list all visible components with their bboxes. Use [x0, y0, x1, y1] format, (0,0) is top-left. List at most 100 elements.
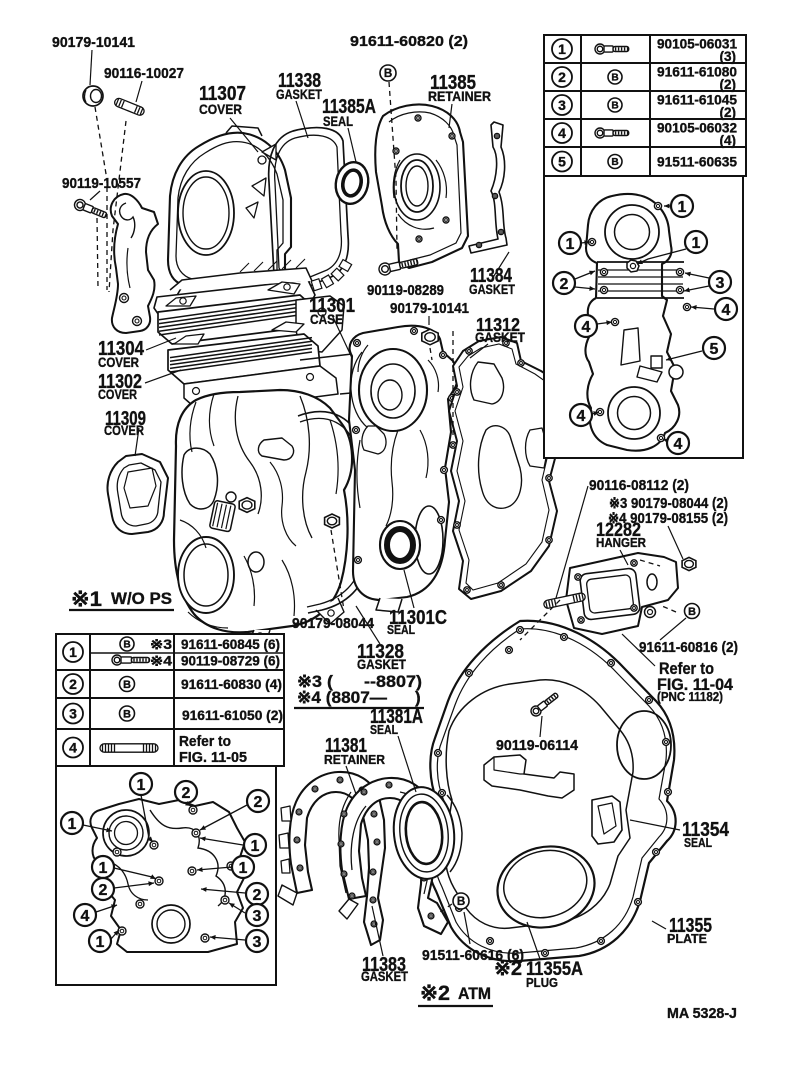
svg-text:※2: ※2: [420, 982, 450, 1005]
svg-text:2: 2: [99, 882, 108, 899]
svg-text:90116-08112 (2): 90116-08112 (2): [589, 477, 689, 494]
svg-text:11385A: 11385A: [322, 96, 376, 118]
svg-text:(3): (3): [720, 49, 737, 64]
svg-text:(PNC 11182): (PNC 11182): [657, 690, 723, 704]
svg-text:1: 1: [678, 199, 687, 216]
svg-text:11355: 11355: [669, 915, 712, 937]
svg-text:11312: 11312: [476, 315, 520, 335]
svg-text:--8807): --8807): [364, 672, 422, 691]
svg-text:SEAL: SEAL: [370, 722, 398, 737]
svg-text:11383: 11383: [362, 954, 406, 976]
svg-text:1: 1: [69, 644, 77, 660]
svg-text:COVER: COVER: [98, 355, 139, 370]
svg-text:90105-06032: 90105-06032: [657, 121, 737, 136]
svg-text:※1: ※1: [71, 588, 102, 611]
svg-text:(2): (2): [720, 77, 737, 92]
svg-text:GASKET: GASKET: [469, 282, 516, 297]
svg-text:90119-06114: 90119-06114: [496, 737, 579, 754]
svg-text:B: B: [688, 606, 696, 618]
svg-text:COVER: COVER: [98, 387, 137, 402]
svg-text:11338: 11338: [278, 70, 321, 92]
svg-text:HANGER: HANGER: [596, 535, 647, 550]
svg-text:90105-06031: 90105-06031: [657, 37, 737, 52]
svg-text:2: 2: [253, 887, 262, 904]
svg-text:11381A: 11381A: [370, 706, 423, 728]
svg-text:90119-10557: 90119-10557: [62, 175, 141, 192]
svg-text:11381: 11381: [325, 735, 367, 757]
svg-text:4: 4: [577, 408, 586, 425]
svg-text:GASKET: GASKET: [276, 87, 323, 102]
svg-text:90179-10141: 90179-10141: [52, 34, 135, 51]
svg-text:2: 2: [254, 794, 263, 811]
svg-text:CASE: CASE: [310, 312, 343, 327]
svg-text:4: 4: [582, 319, 591, 336]
svg-text:1: 1: [251, 838, 260, 855]
svg-text:11328: 11328: [357, 641, 404, 663]
svg-text:91611-60845 (6): 91611-60845 (6): [181, 637, 280, 652]
svg-text:B: B: [611, 73, 618, 84]
svg-text:Refer to: Refer to: [659, 659, 714, 678]
svg-text:3: 3: [558, 97, 566, 113]
svg-text:※2: ※2: [494, 958, 522, 980]
svg-text:90179-08044: 90179-08044: [292, 615, 375, 632]
svg-text:※4: ※4: [150, 654, 173, 669]
svg-text:11301: 11301: [309, 295, 355, 317]
svg-text:91611-60830 (4): 91611-60830 (4): [181, 677, 282, 692]
svg-text:91611-60816 (2): 91611-60816 (2): [639, 639, 738, 656]
svg-text:RETAINER: RETAINER: [428, 88, 491, 104]
svg-text:4: 4: [81, 908, 90, 925]
svg-text:3: 3: [253, 934, 262, 951]
svg-text:※3 (: ※3 (: [297, 672, 333, 691]
svg-text:91511-60635: 91511-60635: [657, 155, 737, 170]
svg-text:1: 1: [68, 816, 77, 833]
svg-text:B: B: [123, 708, 131, 720]
svg-text:B: B: [611, 101, 618, 112]
svg-text:11384: 11384: [470, 265, 513, 287]
svg-text:ATM: ATM: [458, 984, 491, 1003]
svg-text:B: B: [611, 157, 618, 168]
svg-text:11354: 11354: [682, 819, 730, 841]
svg-text:90119-08289: 90119-08289: [367, 282, 444, 299]
svg-text:1: 1: [558, 41, 566, 57]
svg-text:FIG. 11-04: FIG. 11-04: [657, 675, 734, 694]
svg-text:Refer to: Refer to: [179, 733, 231, 750]
svg-text:※3: ※3: [150, 637, 173, 652]
svg-text:91611-61050 (2): 91611-61050 (2): [182, 708, 283, 723]
svg-text:(4): (4): [720, 133, 737, 148]
svg-text:2: 2: [560, 276, 569, 293]
svg-text:SEAL: SEAL: [323, 113, 353, 129]
svg-text:GASKET: GASKET: [357, 657, 407, 672]
svg-text:RETAINER: RETAINER: [324, 752, 386, 767]
svg-text:4: 4: [558, 125, 566, 141]
svg-text:2: 2: [69, 676, 77, 692]
svg-text:91611-61045: 91611-61045: [657, 93, 737, 108]
svg-text:2: 2: [182, 785, 191, 802]
svg-text:W/O PS: W/O PS: [111, 589, 172, 608]
svg-text:91511-60616 (6): 91511-60616 (6): [422, 947, 524, 964]
svg-text:PLATE: PLATE: [667, 931, 707, 946]
svg-text:3: 3: [716, 275, 725, 292]
svg-text:11302: 11302: [98, 371, 142, 393]
svg-text:SEAL: SEAL: [684, 835, 712, 850]
svg-text:90179-10141: 90179-10141: [390, 300, 469, 317]
svg-text:): ): [415, 688, 421, 707]
svg-text:1: 1: [137, 777, 146, 794]
svg-text:B: B: [384, 67, 392, 80]
svg-text:B: B: [457, 895, 465, 908]
svg-text:※3 90179-08044 (2): ※3 90179-08044 (2): [609, 496, 728, 512]
svg-text:3: 3: [253, 908, 262, 925]
svg-text:91611-61080: 91611-61080: [657, 65, 737, 80]
svg-text:COVER: COVER: [199, 101, 242, 117]
svg-text:4: 4: [722, 302, 731, 319]
svg-text:※4 (8807—: ※4 (8807—: [297, 688, 387, 707]
svg-text:11309: 11309: [105, 408, 146, 430]
svg-text:90116-10027: 90116-10027: [104, 65, 184, 82]
svg-text:※4 90179-08155 (2): ※4 90179-08155 (2): [608, 511, 728, 527]
svg-text:1: 1: [566, 236, 575, 253]
svg-text:1: 1: [239, 860, 248, 877]
svg-text:11301C: 11301C: [389, 607, 447, 629]
svg-text:1: 1: [96, 934, 105, 951]
svg-text:SEAL: SEAL: [387, 622, 415, 637]
svg-text:B: B: [123, 640, 130, 651]
svg-text:(2): (2): [720, 105, 737, 120]
